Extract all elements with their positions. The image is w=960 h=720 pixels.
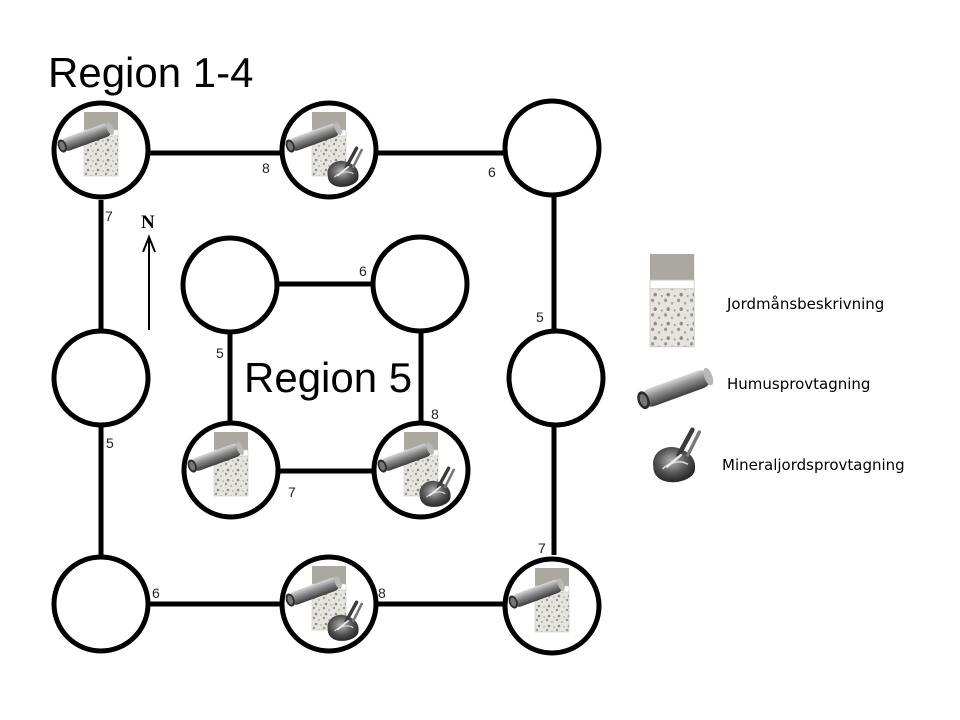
north-label: N	[141, 212, 155, 233]
sample-plots	[51, 98, 606, 656]
distance-label: 6	[152, 585, 160, 601]
distance-label: 7	[538, 540, 546, 556]
soil-profile-icon	[83, 111, 119, 177]
legend: Jordmånsbeskrivning Humusprovtagning Min…	[634, 253, 905, 482]
sample-plot-outer-br	[502, 556, 602, 656]
plot-circle	[51, 328, 151, 428]
sample-plot-outer-tr	[502, 98, 602, 198]
distance-label: 5	[536, 309, 544, 325]
plot-circle	[180, 235, 280, 335]
north-arrow: N	[141, 212, 156, 330]
soil-profile-icon	[534, 567, 570, 633]
outer-connection-lines	[98, 150, 557, 607]
sample-plot-inner-bl	[181, 420, 281, 520]
distance-label: 7	[105, 208, 113, 224]
sample-plot-outer-ml	[51, 328, 151, 428]
distance-label: 8	[378, 585, 386, 601]
sample-plot-inner-tr	[370, 234, 470, 334]
sample-plot-inner-tl	[180, 235, 280, 335]
north-arrow-head-icon	[142, 234, 156, 253]
distance-labels: 8 6 7 5 5 7 6 8 6 5 8 7	[105, 160, 546, 601]
plot-circle	[370, 234, 470, 334]
legend-label-spade: Mineraljordsprovtagning	[722, 456, 905, 474]
legend-label-profile: Jordmånsbeskrivning	[726, 295, 884, 313]
plot-circle	[51, 554, 151, 654]
sample-plot-outer-bm	[279, 554, 379, 654]
sample-plot-outer-tl	[51, 100, 151, 200]
soil-profile-icon	[649, 253, 695, 348]
inner-connection-lines	[227, 281, 424, 474]
plot-circle	[502, 98, 602, 198]
distance-label: 5	[216, 345, 224, 361]
distance-label: 5	[106, 435, 114, 451]
legend-label-corer: Humusprovtagning	[727, 375, 870, 393]
plot-circle	[506, 328, 606, 428]
sample-plot-outer-bl	[51, 554, 151, 654]
humus-corer-icon	[634, 366, 716, 411]
soil-profile-icon	[213, 431, 249, 497]
sample-plot-outer-mr	[506, 328, 606, 428]
distance-label: 8	[262, 160, 270, 176]
mineral-spade-icon	[653, 430, 699, 482]
region-1-4-title: Region 1-4	[48, 49, 253, 96]
distance-label: 6	[359, 263, 367, 279]
distance-label: 8	[431, 406, 439, 422]
distance-label: 7	[288, 484, 296, 500]
sample-plot-inner-br	[371, 420, 471, 520]
region-5-title: Region 5	[244, 354, 412, 401]
sample-plot-outer-tm	[279, 100, 379, 200]
distance-label: 6	[488, 164, 496, 180]
